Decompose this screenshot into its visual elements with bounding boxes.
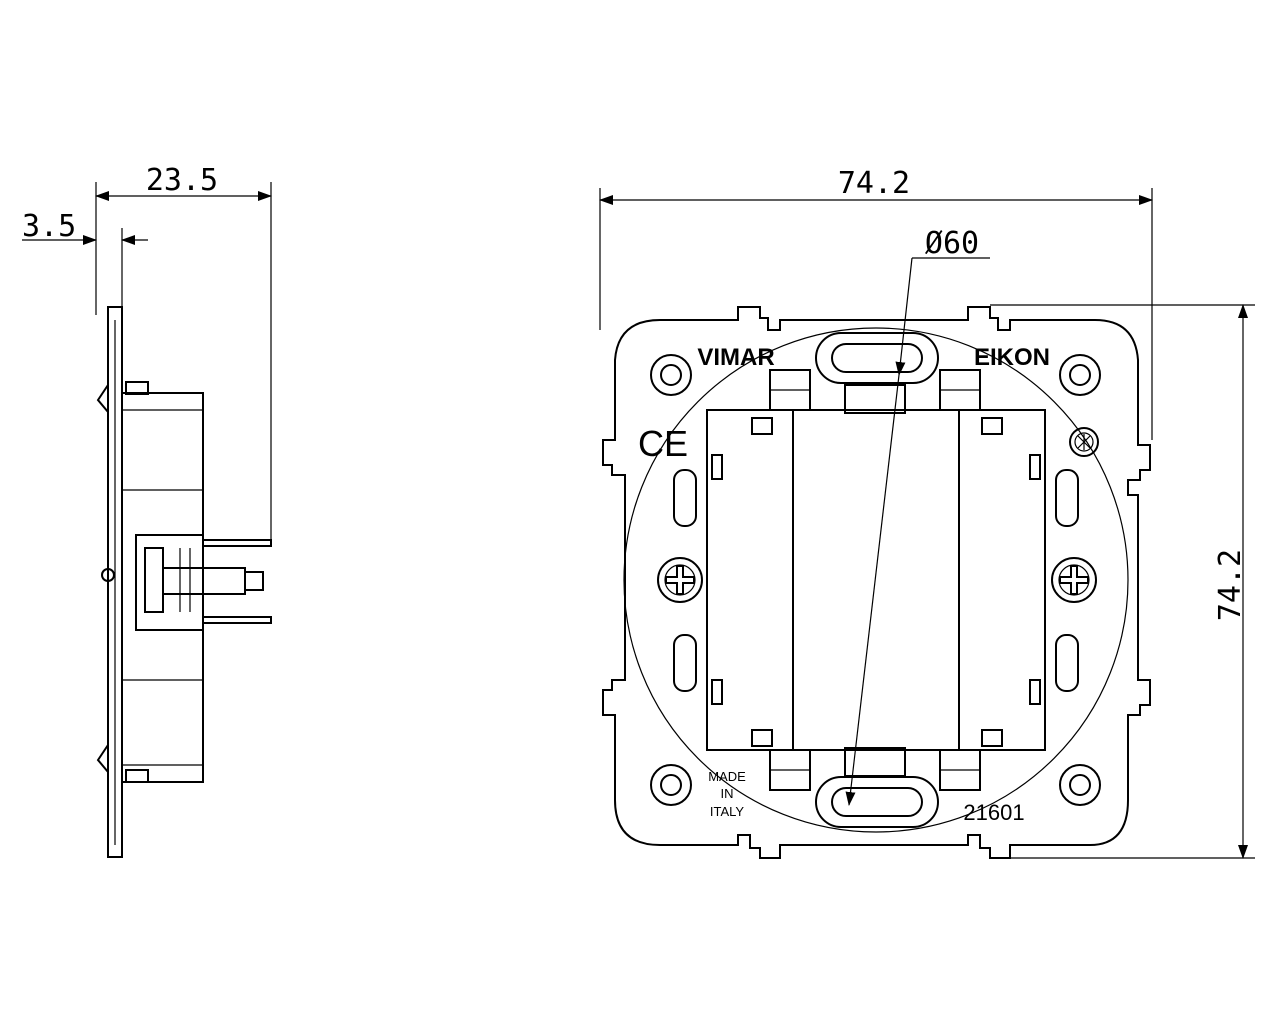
- slot-right-upper: [1055, 469, 1079, 527]
- slot-right-lower: [1055, 634, 1079, 692]
- diameter-label: Ø60: [925, 226, 979, 261]
- corner-hole-top-right: [1059, 354, 1101, 396]
- screw-icon-left: [657, 557, 703, 603]
- depth-dimension-label: 23.5: [146, 163, 218, 198]
- diameter-circle: [623, 327, 1129, 833]
- corner-hole-bottom-right: [1059, 764, 1101, 806]
- diameter-leader-arrow-bottom: [845, 374, 900, 806]
- height-dimension-label: 74.2: [1213, 549, 1248, 621]
- origin-line-3: ITALY: [710, 804, 745, 819]
- brand-vimar: VIMAR: [697, 344, 774, 371]
- side-clip-bottom: [96, 744, 109, 773]
- offset-dimension-label: 3.5: [22, 209, 76, 244]
- side-view: 23.5 3.5: [22, 163, 272, 858]
- clips-bottom: [769, 747, 981, 791]
- width-dimension-label: 74.2: [838, 166, 910, 201]
- switch-module-body: [706, 409, 1046, 751]
- corner-hole-bottom-left: [650, 764, 692, 806]
- diameter-leader-arrow-top: [895, 257, 913, 376]
- oval-slot-top: [815, 332, 939, 384]
- imq-mark-icon: [1069, 427, 1099, 457]
- front-mounting-plate-outline: [602, 306, 1151, 859]
- origin-line-2: IN: [721, 786, 734, 801]
- ce-mark: CE: [638, 423, 688, 464]
- article-code: 21601: [963, 800, 1024, 825]
- clips-top: [769, 369, 981, 414]
- origin-line-1: MADE: [708, 769, 746, 784]
- side-clip-top: [96, 384, 109, 413]
- oval-slot-bottom: [815, 776, 939, 828]
- brand-eikon: EIKON: [974, 344, 1050, 371]
- side-rocker-housing: [135, 534, 204, 631]
- corner-hole-top-left: [650, 354, 692, 396]
- screw-icon-right: [1051, 557, 1097, 603]
- slot-left-upper: [673, 469, 697, 527]
- slot-left-lower: [673, 634, 697, 692]
- side-screw: [101, 568, 115, 582]
- front-view: 74.2 74.2 Ø60: [599, 166, 1255, 859]
- rocker-key: [792, 409, 960, 751]
